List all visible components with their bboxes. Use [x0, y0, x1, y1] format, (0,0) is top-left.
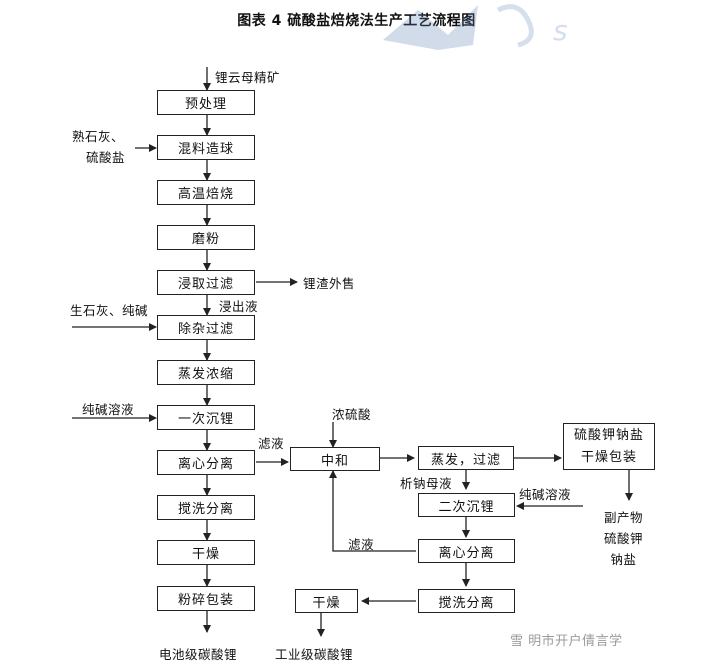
- label-leachate: 浸出液: [219, 299, 259, 314]
- step-sulfate-drying-packing: 硫酸钾钠盐 干燥包装: [563, 423, 655, 470]
- step-centrifugal-1: 离心分离: [157, 450, 255, 475]
- byproduct-line-2: 硫酸钾: [604, 531, 644, 546]
- step-mixing-pelletizing: 混料造球: [157, 135, 255, 160]
- byproduct-line-1: 副产物: [604, 510, 644, 525]
- step-pretreatment: 预处理: [157, 90, 255, 115]
- step-centrifugal-2: 离心分离: [418, 539, 515, 563]
- diagram-title: 图表 4 硫酸盐焙烧法生产工艺流程图: [237, 13, 476, 29]
- step-crushing-packing: 粉碎包装: [157, 586, 255, 611]
- step-evaporation-concentration: 蒸发浓缩: [157, 360, 255, 385]
- step-second-precipitation: 二次沉锂: [418, 493, 515, 517]
- output-byproduct: 副产物 硫酸钾 钠盐: [604, 507, 643, 570]
- step-evaporation-filtration: 蒸发，过滤: [418, 446, 514, 470]
- label-filtrate-1: 滤液: [258, 436, 285, 451]
- input-quicklime-soda: 生石灰、纯碱: [70, 303, 149, 318]
- svg-text:s: s: [553, 14, 568, 47]
- input-soda-solution-2: 纯碱溶液: [519, 487, 572, 502]
- step-grinding: 磨粉: [157, 225, 255, 250]
- step-impurity-removal: 除杂过滤: [157, 315, 255, 340]
- step-neutralization: 中和: [290, 447, 380, 471]
- output-battery-grade: 电池级碳酸锂: [159, 647, 238, 662]
- output-slag-sale: 锂渣外售: [303, 276, 356, 291]
- input-conc-sulfuric-acid: 浓硫酸: [332, 407, 372, 422]
- output-industrial-grade: 工业级碳酸锂: [275, 647, 354, 662]
- input-lime-sulfate: 熟石灰、 硫酸盐: [72, 126, 125, 168]
- source-watermark-text: 雪 明市开户倩言学: [510, 634, 623, 649]
- sulfate-line-2: 干燥包装: [580, 449, 637, 465]
- label-sodium-mother-liquor: 析钠母液: [400, 476, 453, 491]
- input-soda-solution-1: 纯碱溶液: [82, 402, 135, 417]
- input-lime-line-1: 熟石灰、: [72, 129, 125, 144]
- byproduct-line-3: 钠盐: [610, 552, 637, 567]
- step-washing-2: 搅洗分离: [418, 589, 515, 613]
- step-drying-2: 干燥: [295, 589, 358, 613]
- label-filtrate-2: 滤液: [348, 537, 375, 552]
- watermark-graphic: s: [383, 4, 568, 50]
- input-ore: 锂云母精矿: [215, 70, 281, 85]
- input-lime-line-2: 硫酸盐: [86, 150, 126, 165]
- step-drying-1: 干燥: [157, 540, 255, 565]
- step-roasting: 高温焙烧: [157, 180, 255, 205]
- step-first-precipitation: 一次沉锂: [157, 405, 255, 430]
- step-leaching-filtration: 浸取过滤: [157, 270, 255, 295]
- step-washing-1: 搅洗分离: [157, 495, 255, 520]
- sulfate-line-1: 硫酸钾钠盐: [573, 427, 644, 443]
